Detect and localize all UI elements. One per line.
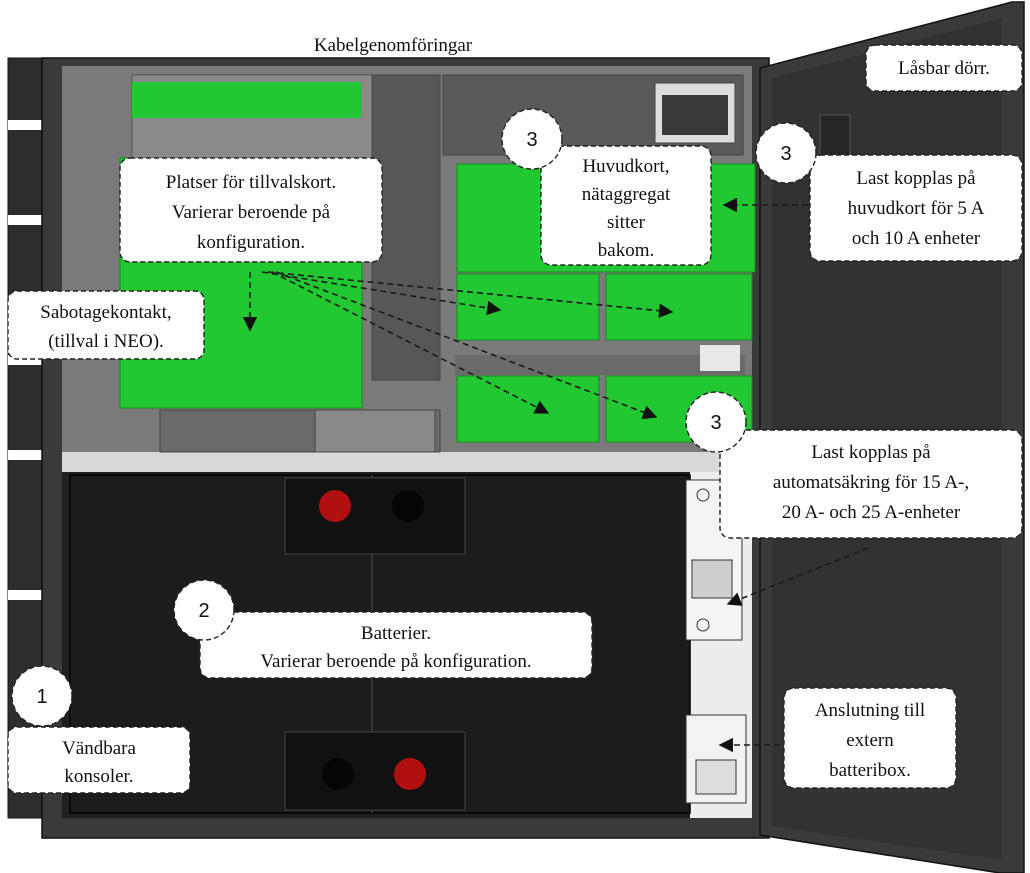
svg-text:2: 2 (198, 600, 209, 622)
marker-3-main-board: 3 (502, 109, 562, 169)
svg-text:20 A- och 25 A-enheter: 20 A- och 25 A-enheter (782, 502, 961, 523)
svg-text:och 10 A enheter: och 10 A enheter (852, 228, 981, 249)
svg-text:konfiguration.: konfiguration. (197, 232, 305, 253)
svg-text:Varierar beroende på: Varierar beroende på (172, 202, 331, 223)
callout-external-battery: Anslutning till extern batteribox. (784, 688, 956, 788)
svg-text:Anslutning till: Anslutning till (815, 700, 925, 721)
marker-3-load-breaker: 3 (686, 392, 746, 452)
svg-text:Varierar beroende på konfigura: Varierar beroende på konfiguration. (260, 651, 531, 672)
title-cable-entries: Kabelgenomföringar (314, 35, 473, 56)
svg-text:(tillval i NEO).: (tillval i NEO). (48, 331, 164, 352)
svg-text:extern: extern (846, 730, 894, 751)
svg-text:Sabotagekontakt,: Sabotagekontakt, (40, 302, 171, 323)
battery-terminal-positive (319, 490, 351, 522)
svg-text:batteribox.: batteribox. (829, 760, 911, 781)
svg-text:automatsäkring för 15 A-,: automatsäkring för 15 A-, (773, 472, 969, 493)
svg-text:Platser för tillvalskort.: Platser för tillvalskort. (166, 172, 336, 193)
callout-option-cards: Platser för tillvalskort. Varierar beroe… (120, 158, 382, 262)
battery-terminal-negative (392, 490, 424, 522)
callout-main-board: Huvudkort, nätaggregat sitter bakom. (541, 146, 711, 265)
svg-text:bakom.: bakom. (598, 240, 654, 261)
callout-batteries: Batterier. Varierar beroende på konfigur… (200, 612, 592, 678)
svg-text:Huvudkort,: Huvudkort, (582, 156, 669, 177)
svg-text:1: 1 (36, 686, 47, 708)
svg-text:Batterier.: Batterier. (361, 623, 431, 644)
marker-3-load-main: 3 (756, 123, 816, 183)
svg-text:3: 3 (780, 143, 791, 165)
external-battery-connector (686, 715, 746, 803)
battery-terminal-negative (322, 758, 354, 790)
svg-text:Last kopplas på: Last kopplas på (856, 168, 976, 189)
svg-text:sitter: sitter (607, 212, 646, 233)
callout-reversible-brackets: Vändbara konsoler. (8, 727, 190, 793)
svg-text:konsoler.: konsoler. (64, 766, 133, 787)
svg-text:Last kopplas på: Last kopplas på (811, 442, 931, 463)
svg-text:Vändbara: Vändbara (62, 738, 136, 759)
callout-tamper-switch: Sabotagekontakt, (tillval i NEO). (8, 291, 204, 359)
svg-text:3: 3 (526, 129, 537, 151)
marker-1: 1 (12, 666, 72, 726)
svg-text:huvudkort för 5 A: huvudkort för 5 A (848, 198, 985, 219)
callout-load-main-board: Last kopplas på huvudkort för 5 A och 10… (810, 155, 1022, 261)
callout-locked-door: Låsbar dörr. (866, 45, 1022, 91)
svg-text:nätaggregat: nätaggregat (582, 184, 671, 205)
callout-load-breaker: Last kopplas på automatsäkring för 15 A-… (720, 430, 1022, 538)
svg-text:3: 3 (710, 412, 721, 434)
marker-2: 2 (174, 580, 234, 640)
svg-text:Låsbar dörr.: Låsbar dörr. (898, 58, 990, 79)
battery-terminal-positive (394, 758, 426, 790)
